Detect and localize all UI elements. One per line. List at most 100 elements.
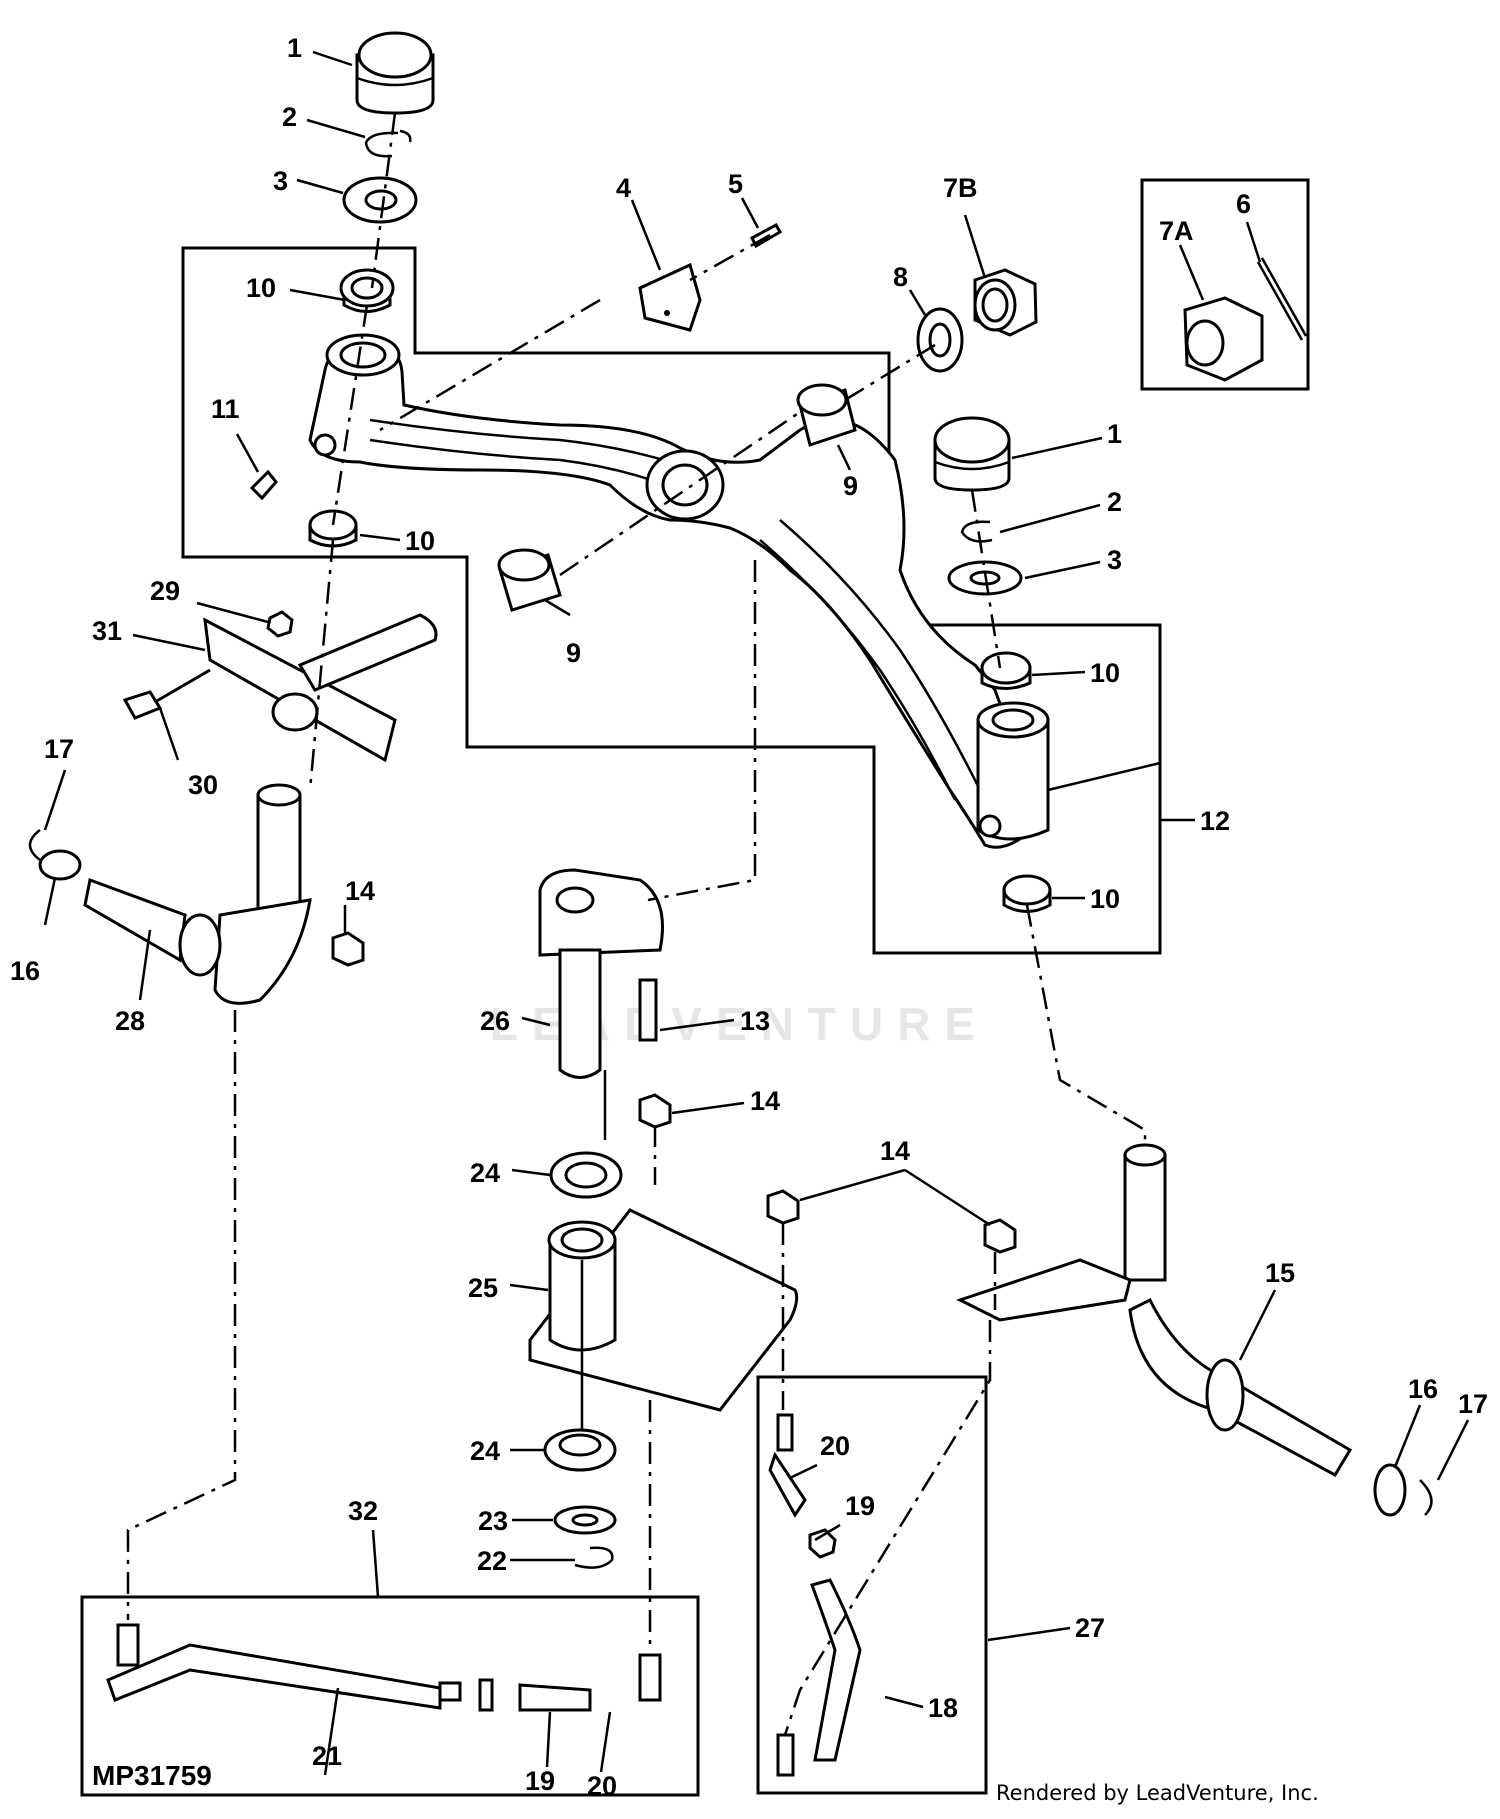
callout-25: 25 (468, 1273, 498, 1303)
figure-id: MP31759 (92, 1760, 212, 1791)
bracket-31 (203, 617, 397, 763)
bearing-3 (980, 651, 1032, 690)
callout-22: 22 (477, 1546, 507, 1576)
grease-fitting (249, 469, 278, 501)
pivot-plate (528, 1208, 799, 1412)
callout-23: 23 (478, 1506, 508, 1536)
callout-14: 14 (880, 1136, 910, 1166)
callout-26: 26 (480, 1006, 510, 1036)
left-spindle (28, 783, 312, 1005)
callout-19: 19 (525, 1766, 555, 1796)
castle-nut-inset-box (1140, 178, 1310, 391)
callout-10: 10 (405, 526, 435, 556)
bearing-4 (1002, 874, 1052, 913)
steering-arm (538, 868, 664, 1079)
e-clip-22 (574, 1546, 614, 1569)
callout-14: 14 (345, 876, 375, 906)
bearing-24a (549, 1151, 623, 1199)
callout-14: 14 (750, 1086, 780, 1116)
callout-12: 12 (1200, 806, 1230, 836)
assembly-line (647, 560, 757, 902)
callout-11: 11 (211, 394, 240, 424)
callout-9: 9 (566, 638, 581, 668)
bearing-24b (543, 1428, 617, 1472)
callout-2: 2 (282, 102, 297, 132)
assembly-line (689, 233, 771, 282)
callout-10: 10 (1090, 658, 1120, 688)
callout-17: 17 (1458, 1389, 1488, 1419)
tie-rod (106, 1623, 662, 1712)
callout-5: 5 (728, 169, 743, 199)
nut-14d (983, 1218, 1017, 1254)
drag-link-box (756, 1375, 988, 1795)
callout-1: 1 (287, 33, 302, 63)
callout-19: 19 (845, 1491, 875, 1521)
washer-23 (553, 1505, 617, 1535)
washer-top (342, 176, 418, 224)
callout-8: 8 (893, 262, 908, 292)
callout-9: 9 (843, 471, 858, 501)
nut-29 (266, 610, 294, 638)
assembly-line (559, 410, 801, 577)
callout-15: 15 (1265, 1258, 1295, 1288)
callout-10: 10 (1090, 884, 1120, 914)
callout-7a: 7A (1159, 216, 1194, 246)
e-clip-right (960, 520, 993, 543)
assembly-line (379, 298, 601, 432)
callout-4: 4 (616, 173, 631, 203)
callout-20: 20 (587, 1771, 617, 1801)
bearing-1 (339, 268, 395, 313)
callout-16: 16 (1408, 1374, 1438, 1404)
bumper (638, 262, 702, 332)
callout-20: 20 (820, 1431, 850, 1461)
hex-nut-7b (973, 268, 1038, 337)
callout-31: 31 (92, 616, 122, 646)
front-axle (308, 333, 1050, 849)
axle-group-outline (181, 246, 1162, 955)
grease-cap-right (933, 416, 1011, 492)
assembly-line (370, 112, 397, 289)
grease-cap-top (355, 31, 435, 115)
leader-lines (43, 50, 1470, 1776)
bushing-9a (796, 383, 857, 447)
e-clip-top (364, 129, 412, 158)
callout-1: 1 (1107, 419, 1122, 449)
callout-13: 13 (740, 1006, 770, 1036)
assembly-line (844, 343, 936, 402)
callout-24: 24 (470, 1158, 500, 1188)
bolt-30 (122, 668, 211, 720)
callout-28: 28 (115, 1006, 145, 1036)
callout-7b: 7B (943, 173, 978, 203)
cotter-pin (1256, 257, 1308, 341)
callout-30: 30 (188, 770, 218, 800)
callout-16: 16 (10, 956, 40, 986)
flat-washer-8 (916, 307, 964, 373)
assembly-line (1025, 904, 1147, 1145)
callout-3: 3 (273, 166, 288, 196)
assembly-line (331, 304, 369, 526)
assembly-line (126, 1010, 237, 1620)
callout-29: 29 (150, 576, 180, 606)
callout-27: 27 (1075, 1613, 1105, 1643)
callout-18: 18 (928, 1693, 958, 1723)
callout-6: 6 (1236, 189, 1251, 219)
nut-14c (766, 1189, 800, 1225)
nut-14a (331, 931, 365, 967)
callout-32: 32 (348, 1496, 378, 1526)
axle-pivot-pin (297, 613, 438, 692)
callout-24: 24 (470, 1436, 500, 1466)
tie-rod-box (80, 1595, 700, 1797)
credit-text: Rendered by LeadVenture, Inc. (996, 1781, 1319, 1805)
drag-link (768, 1413, 862, 1777)
assembly-line (783, 1320, 992, 1736)
bushing-9b (497, 548, 562, 612)
bolt-13 (638, 978, 658, 1042)
nut-14b (638, 1093, 672, 1129)
callout-10: 10 (246, 273, 276, 303)
callout-2: 2 (1107, 487, 1122, 517)
callout-3: 3 (1107, 545, 1122, 575)
callout-21: 21 (312, 1741, 342, 1771)
assembly-line (970, 489, 1002, 669)
right-spindle (956, 1143, 1433, 1517)
